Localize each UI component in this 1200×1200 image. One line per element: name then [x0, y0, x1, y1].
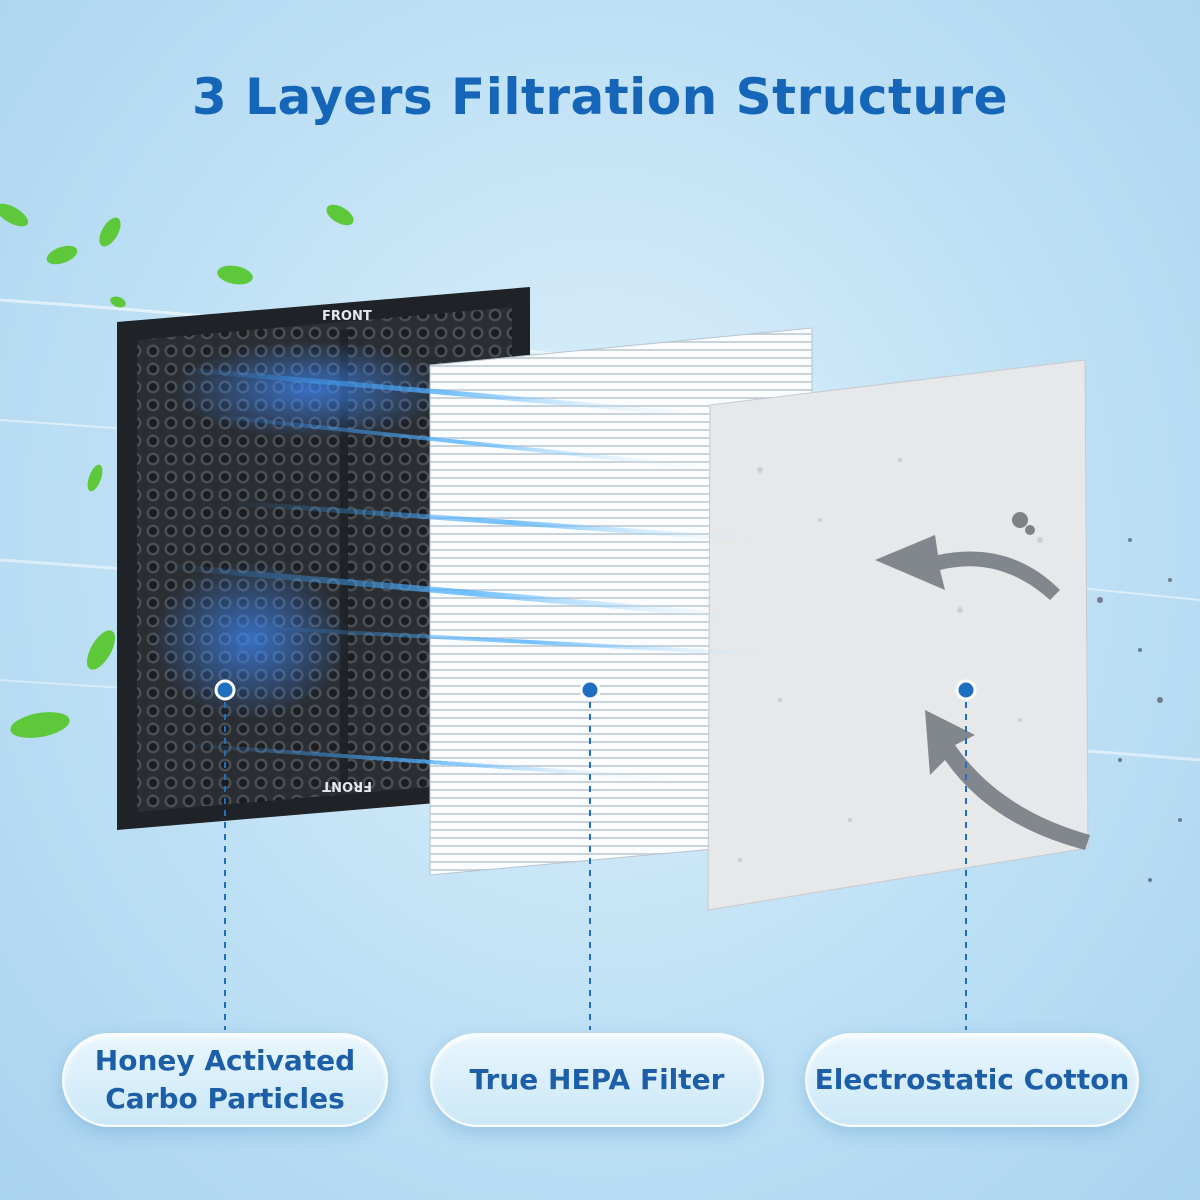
layer-label-text: Honey Activated Carbo Particles: [94, 1044, 356, 1115]
leaf-icons: [0, 203, 354, 738]
layer-label-hepa: True HEPA Filter: [430, 1033, 764, 1127]
callout-markers: [214, 679, 977, 1030]
layer-label-carbon: Honey Activated Carbo Particles: [62, 1033, 388, 1127]
curved-arrow-icon: [875, 535, 1060, 600]
page-title: 3 Layers Filtration Structure: [191, 68, 1009, 126]
light-beams: [160, 366, 810, 782]
front-label-bottom: FRONT: [322, 778, 372, 793]
layer-label-text: True HEPA Filter: [469, 1063, 725, 1096]
layer-label-cotton: Electrostatic Cotton: [805, 1033, 1139, 1127]
layer-label-text: Electrostatic Cotton: [814, 1063, 1130, 1096]
cotton-filter: [707, 359, 1182, 911]
curved-arrow-icon: [925, 710, 1090, 850]
front-label-top: FRONT: [322, 309, 372, 324]
